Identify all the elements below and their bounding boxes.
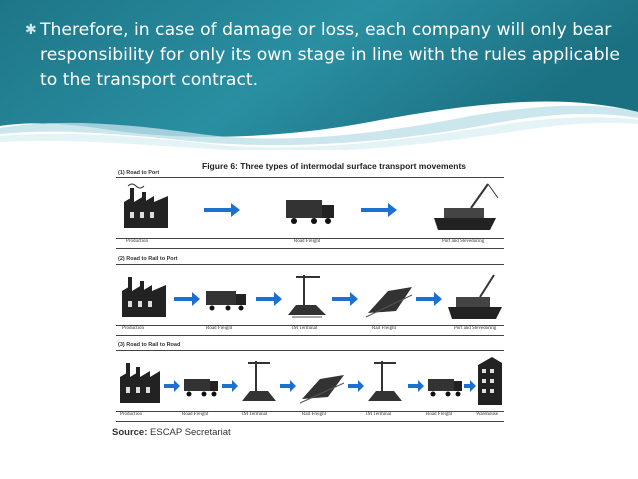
wave-background [0,0,638,150]
section-1-title: (1) Road to Port [118,170,160,176]
caption: IM Terminal [242,412,268,417]
caption: Production [122,326,144,331]
source-label: Source: [112,427,148,438]
terminal-crane-icon [288,275,326,318]
caption: IM Terminal [366,412,392,417]
section-1-band [116,177,504,239]
train-icon [365,287,413,318]
section-1-captions: Production Road Freight Port and Stevedo… [116,238,504,249]
arrow-icon [174,292,200,306]
truck-icon [206,291,246,311]
terminal-crane-icon [242,361,276,401]
arrow-icon [222,380,238,392]
caption: Rail Freight [302,412,327,417]
warehouse-icon [478,357,502,405]
truck-icon [286,200,334,224]
section-3-band [116,350,504,412]
section-3-captions: Production Road Freight IM Terminal Rail… [116,411,504,422]
arrow-icon [416,292,442,306]
figure-source: Source: ESCAP Secretariat [112,427,231,438]
arrow-icon [361,203,397,217]
arrow-icon [348,380,364,392]
caption: Warehouse [476,412,499,417]
arrow-icon [464,380,476,392]
arrow-icon [408,380,424,392]
figure-title: Figure 6: Three types of intermodal surf… [202,161,467,171]
caption: IM Terminal [292,326,318,331]
bullet-text: Therefore, in case of damage or loss, ea… [40,20,620,90]
arrow-icon [332,292,358,306]
train-icon [299,375,345,404]
factory-icon [120,363,160,403]
caption: Road Freight [294,239,321,244]
section-2-band [116,264,504,326]
section-2-title: (2) Road to Rail to Port [118,256,178,262]
truck-icon [428,379,462,397]
section-1-icons [124,183,499,230]
section-2-icons [122,274,502,319]
caption: Rail Freight [372,326,397,331]
caption: Port and Stevedoring [454,326,497,331]
arrow-icon [256,292,282,306]
caption: Road Freight [426,412,453,417]
source-value: ESCAP Secretariat [150,427,231,438]
header-banner: ✱ Therefore, in case of damage or loss, … [0,0,638,150]
caption: Production [126,239,148,244]
ship-icon [434,183,499,230]
asterisk-icon: ✱ [25,22,37,38]
caption: Road Freight [206,326,233,331]
caption: Production [120,412,142,417]
section-2-captions: Production Road Freight IM Terminal Rail… [116,325,504,336]
factory-icon [122,277,166,317]
arrow-icon [164,380,180,392]
terminal-crane-icon [368,361,402,401]
section-3-icons [120,357,502,405]
caption: Port and Stevedoring [442,239,485,244]
factory-icon [124,183,168,228]
truck-icon [184,379,218,397]
section-3-title: (3) Road to Rail to Road [118,342,181,348]
arrow-icon [204,203,240,217]
caption: Road Freight [182,412,209,417]
intermodal-figure: Figure 6: Three types of intermodal surf… [112,158,506,434]
ship-icon [448,274,502,319]
arrow-icon [280,380,296,392]
